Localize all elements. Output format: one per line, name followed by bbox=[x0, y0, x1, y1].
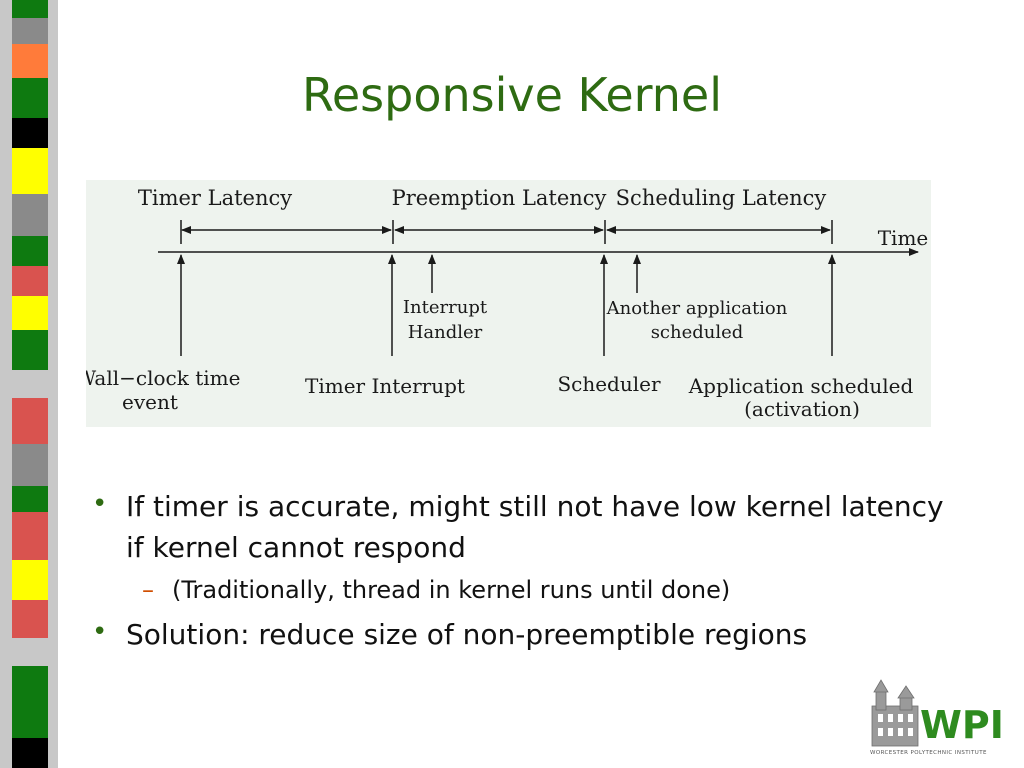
bullet-text: Solution: reduce size of non-preemptible… bbox=[126, 618, 808, 651]
sub-bullet-text: (Traditionally, thread in kernel runs un… bbox=[172, 576, 731, 604]
latency-timeline-diagram: Timer Latency Preemption Latency Schedul… bbox=[86, 180, 931, 427]
another-application-label-line1: Another application bbox=[606, 298, 788, 319]
event-arrows bbox=[177, 254, 836, 356]
wpi-logo: WPI WORCESTER POLYTECHNIC INSTITUTE bbox=[866, 676, 1008, 758]
another-application-label-line2: scheduled bbox=[651, 322, 744, 343]
interrupt-handler-label-line2: Handler bbox=[408, 322, 483, 343]
bullet-item: • If timer is accurate, might still not … bbox=[92, 486, 952, 568]
scheduling-latency-label: Scheduling Latency bbox=[616, 186, 827, 210]
timer-latency-label: Timer Latency bbox=[138, 186, 292, 210]
latency-span-arrows bbox=[180, 220, 833, 244]
wall-clock-label-line1: Wall−clock time bbox=[86, 366, 240, 390]
timer-interrupt-label: Timer Interrupt bbox=[305, 374, 465, 398]
left-color-stripe bbox=[0, 0, 58, 768]
wpi-caption: WORCESTER POLYTECHNIC INSTITUTE bbox=[870, 750, 987, 756]
sub-bullet-item: – (Traditionally, thread in kernel runs … bbox=[92, 572, 952, 608]
time-axis-label: Time bbox=[878, 226, 929, 250]
bullet-dot-icon: • bbox=[92, 617, 108, 647]
bullet-text: If timer is accurate, might still not ha… bbox=[126, 490, 944, 564]
interrupt-handler-label-line1: Interrupt bbox=[403, 297, 488, 318]
bullet-item: • Solution: reduce size of non-preemptib… bbox=[92, 614, 952, 655]
application-scheduled-label-line1: Application scheduled bbox=[688, 374, 914, 398]
scheduler-label: Scheduler bbox=[557, 372, 661, 396]
bullet-list: • If timer is accurate, might still not … bbox=[92, 486, 952, 655]
wall-clock-label-line2: event bbox=[122, 390, 178, 414]
wpi-wordmark: WPI bbox=[920, 703, 1004, 747]
application-scheduled-label-line2: (activation) bbox=[744, 397, 860, 421]
bullet-dot-icon: • bbox=[92, 489, 108, 519]
preemption-latency-label: Preemption Latency bbox=[392, 186, 607, 210]
slide-title: Responsive Kernel bbox=[301, 68, 723, 122]
sub-bullet-dash-icon: – bbox=[142, 576, 154, 604]
